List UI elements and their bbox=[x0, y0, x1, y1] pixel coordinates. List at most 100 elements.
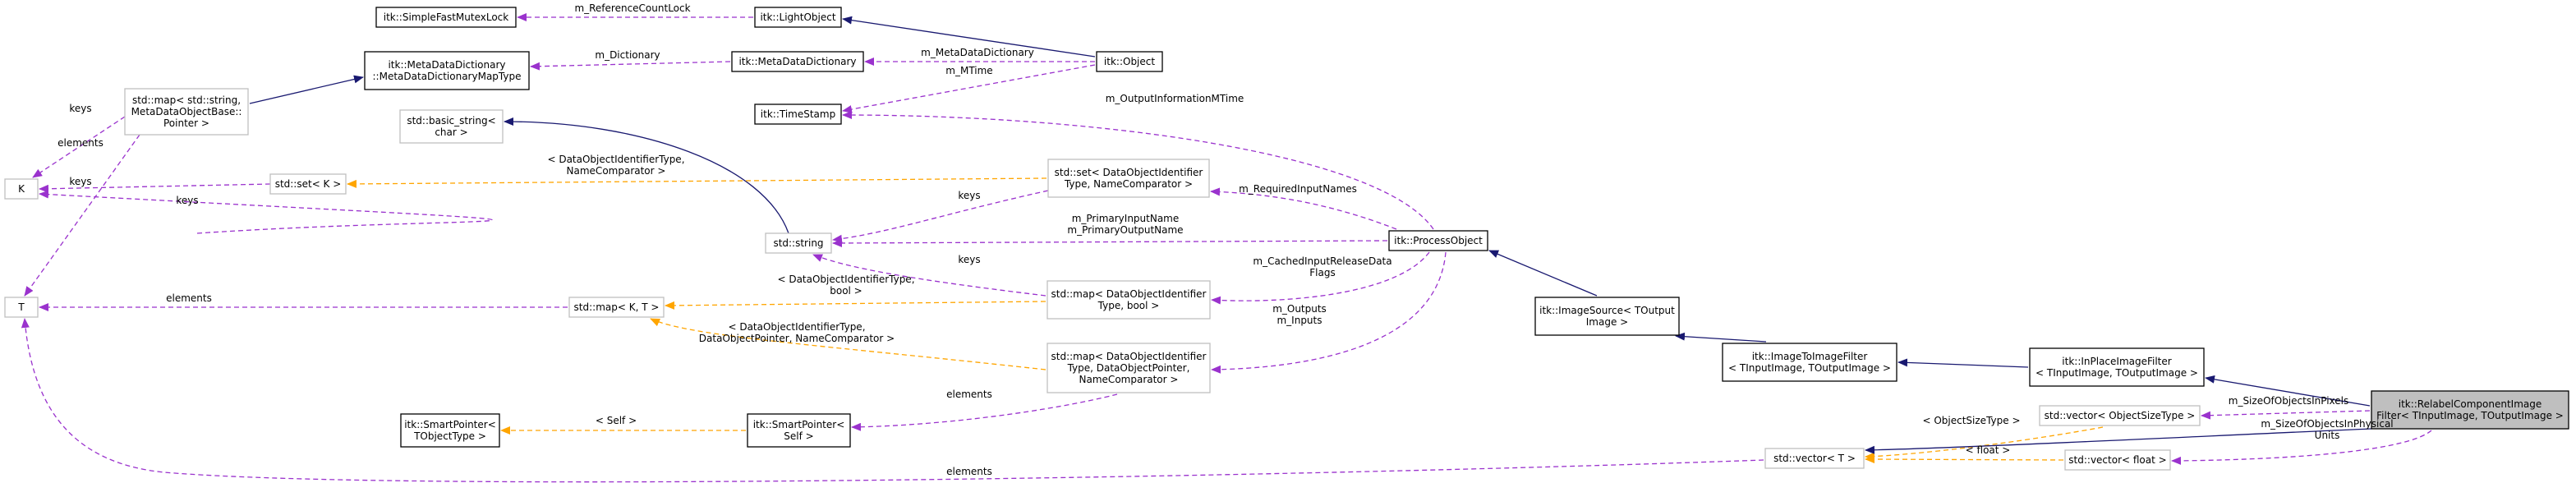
edge-label: m_Dictionary bbox=[595, 49, 660, 61]
class-node-mapdoidptr[interactable]: std::map< DataObjectIdentifierType, Data… bbox=[1046, 343, 1211, 393]
node-label: std::set< K > bbox=[275, 178, 342, 190]
edge-line bbox=[1211, 251, 1430, 305]
edge-label: DataObjectPointer, NameComparator > bbox=[699, 333, 895, 344]
edge-line bbox=[1898, 358, 2029, 368]
edge-label: m_PrimaryOutputName bbox=[1067, 224, 1183, 236]
node-label: std::map< std::string, bbox=[132, 94, 241, 106]
edge-label: m_SizeOfObjectsInPixels bbox=[2229, 395, 2348, 407]
class-node-vecT[interactable]: std::vector< T > bbox=[1764, 448, 1865, 469]
node-box bbox=[269, 173, 347, 195]
class-node-smartptrself[interactable]: itk::SmartPointer<Self > bbox=[747, 413, 851, 448]
edge-line bbox=[2205, 375, 2371, 407]
class-node-imagesource[interactable]: itk::ImageSource< TOutputImage > bbox=[1534, 297, 1680, 336]
node-label: std::basic_string< bbox=[407, 115, 495, 126]
edge-e7 bbox=[249, 75, 364, 104]
edge-e32 bbox=[1865, 455, 2064, 464]
class-node-mapdoidbool[interactable]: std::map< DataObjectIdentifierType, bool… bbox=[1046, 280, 1211, 320]
class-node-T[interactable]: T bbox=[4, 297, 39, 318]
class-node-setdoid[interactable]: std::set< DataObjectIdentifierType, Name… bbox=[1047, 159, 1210, 198]
class-node-smartptrobj[interactable]: itk::SmartPointer<TObjectType > bbox=[400, 413, 500, 448]
edge-label: < DataObjectIdentifierType, bbox=[728, 321, 865, 333]
edge-e9 bbox=[24, 134, 140, 297]
class-node-timestamp[interactable]: itk::TimeStamp bbox=[754, 104, 842, 125]
node-label: itk::MetaDataDictionary bbox=[738, 56, 856, 67]
node-label: itk::RelabelComponentImage bbox=[2399, 398, 2542, 410]
class-node-fastmutex[interactable]: itk::SimpleFastMutexLock bbox=[375, 7, 517, 28]
edge-line bbox=[504, 117, 789, 234]
node-box bbox=[1722, 343, 1898, 382]
node-label: itk::InPlaceImageFilter bbox=[2062, 356, 2171, 367]
edge-e22 bbox=[1211, 251, 1447, 374]
edge-line bbox=[1865, 428, 2372, 454]
class-node-basicstring[interactable]: std::basic_string<char > bbox=[399, 109, 504, 144]
class-node-vecsizetype[interactable]: std::vector< ObjectSizeType > bbox=[2039, 405, 2201, 426]
edge-line bbox=[1488, 250, 1598, 297]
node-box bbox=[1764, 448, 1865, 469]
node-box bbox=[2064, 449, 2171, 471]
edge-e6 bbox=[842, 111, 1434, 230]
edge-label: elements bbox=[58, 137, 104, 149]
edge-line bbox=[32, 116, 126, 178]
node-label: Filter< TInputImage, TOutputImage > bbox=[2376, 410, 2564, 421]
node-box bbox=[1046, 280, 1211, 320]
class-node-metadatadict[interactable]: itk::MetaDataDictionary bbox=[731, 51, 864, 72]
edge-line bbox=[249, 75, 364, 104]
edge-e25 bbox=[1898, 358, 2029, 368]
edge-label: m_ReferenceCountLock bbox=[574, 2, 690, 14]
edge-e8 bbox=[32, 116, 126, 178]
class-node-mddmaptype[interactable]: itk::MetaDataDictionary::MetaDataDiction… bbox=[364, 51, 530, 90]
node-label: Type, NameComparator > bbox=[1064, 178, 1193, 190]
class-node-object[interactable]: itk::Object bbox=[1096, 51, 1163, 72]
edge-label: m_PrimaryInputName bbox=[1072, 213, 1180, 224]
node-box bbox=[754, 104, 842, 125]
edge-label: < Self > bbox=[596, 415, 637, 426]
node-label: char > bbox=[435, 126, 467, 138]
node-label: Type, bool > bbox=[1097, 300, 1160, 311]
edge-label: m_RequiredInputNames bbox=[1239, 183, 1357, 195]
edge-e12 bbox=[347, 177, 1047, 188]
class-node-setK[interactable]: std::set< K > bbox=[269, 173, 347, 195]
class-node-stdstring[interactable]: std::string bbox=[765, 232, 832, 254]
node-label: Image > bbox=[1586, 316, 1628, 328]
edge-e16 bbox=[832, 238, 1388, 247]
node-box bbox=[4, 178, 39, 200]
class-node-imagetoimage[interactable]: itk::ImageToImageFilter< TInputImage, TO… bbox=[1722, 343, 1898, 382]
edge-label: m_Outputs bbox=[1272, 303, 1327, 315]
edge-line bbox=[530, 61, 731, 71]
class-node-mapKT[interactable]: std::map< K, T > bbox=[568, 297, 665, 318]
edge-e31 bbox=[1865, 426, 2104, 461]
node-label: std::string bbox=[773, 237, 823, 249]
class-node-lightobject[interactable]: itk::LightObject bbox=[754, 7, 842, 28]
node-box bbox=[124, 88, 249, 136]
edge-e13 bbox=[39, 190, 493, 234]
node-label: < TInputImage, TOutputImage > bbox=[1728, 362, 1891, 374]
node-box bbox=[1388, 230, 1488, 251]
class-node-processobject[interactable]: itk::ProcessObject bbox=[1388, 230, 1488, 251]
edge-e28 bbox=[851, 393, 1118, 431]
edge-line bbox=[842, 64, 1096, 113]
node-box bbox=[2039, 405, 2201, 426]
class-node-K[interactable]: K bbox=[4, 178, 39, 200]
node-label: itk::SimpleFastMutexLock bbox=[384, 12, 509, 23]
edge-e34 bbox=[21, 318, 1764, 483]
edge-e26 bbox=[2205, 375, 2371, 407]
node-label: std::vector< T > bbox=[1773, 453, 1856, 464]
edge-e23 bbox=[1488, 250, 1598, 297]
node-box bbox=[1096, 51, 1163, 72]
edge-e2 bbox=[842, 16, 1096, 58]
edge-label: keys bbox=[958, 254, 980, 265]
edge-label: bool > bbox=[830, 285, 862, 297]
edge-e29 bbox=[2201, 410, 2371, 420]
class-node-inplace[interactable]: itk::InPlaceImageFilter< TInputImage, TO… bbox=[2029, 347, 2205, 387]
edges-layer bbox=[21, 13, 2432, 483]
edge-e10 bbox=[504, 117, 789, 234]
node-box bbox=[2029, 347, 2205, 387]
node-label: std::set< DataObjectIdentifier bbox=[1055, 167, 1203, 178]
node-label: std::vector< float > bbox=[2068, 454, 2166, 466]
class-node-vecfloat[interactable]: std::vector< float > bbox=[2064, 449, 2171, 471]
edge-e30 bbox=[2171, 430, 2432, 465]
edge-label: Units bbox=[2315, 430, 2340, 441]
edge-e20 bbox=[812, 254, 1046, 297]
class-node-mapstring[interactable]: std::map< std::string,MetaDataObjectBase… bbox=[124, 88, 249, 136]
